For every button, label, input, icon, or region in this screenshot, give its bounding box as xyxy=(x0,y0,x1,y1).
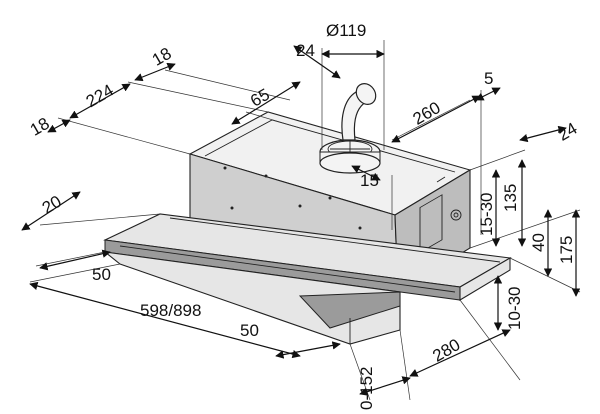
dimension-lines xyxy=(21,45,581,396)
dim-15-30: 15-30 xyxy=(477,193,496,236)
side-screw xyxy=(450,209,462,221)
dim-50-left: 50 xyxy=(92,265,111,284)
dim-24-right: 24 xyxy=(555,119,581,145)
dim-20: 20 xyxy=(39,192,65,218)
dim-0-152: 0-152 xyxy=(357,367,376,410)
outlet-pipe xyxy=(319,83,381,174)
dim-40: 40 xyxy=(529,233,548,252)
tray-side xyxy=(459,257,511,301)
dim-260: 260 xyxy=(410,98,444,129)
dim-5: 5 xyxy=(484,69,493,88)
dim-65: 65 xyxy=(247,85,273,111)
dim-175: 175 xyxy=(557,236,576,264)
side-panel xyxy=(419,194,443,254)
dim-280: 280 xyxy=(429,335,463,366)
dim-598-898: 598/898 xyxy=(140,301,201,320)
dim-224: 224 xyxy=(83,81,117,112)
dim-50-bottom: 50 xyxy=(240,321,259,340)
dim-18-left: 18 xyxy=(27,114,53,140)
dim-diameter-119: Ø119 xyxy=(326,21,366,40)
dim-15-front: 15 xyxy=(360,171,379,190)
dim-135: 135 xyxy=(501,184,520,212)
dim-24-top: 24 xyxy=(296,41,315,60)
dim-10-30: 10-30 xyxy=(505,287,524,330)
